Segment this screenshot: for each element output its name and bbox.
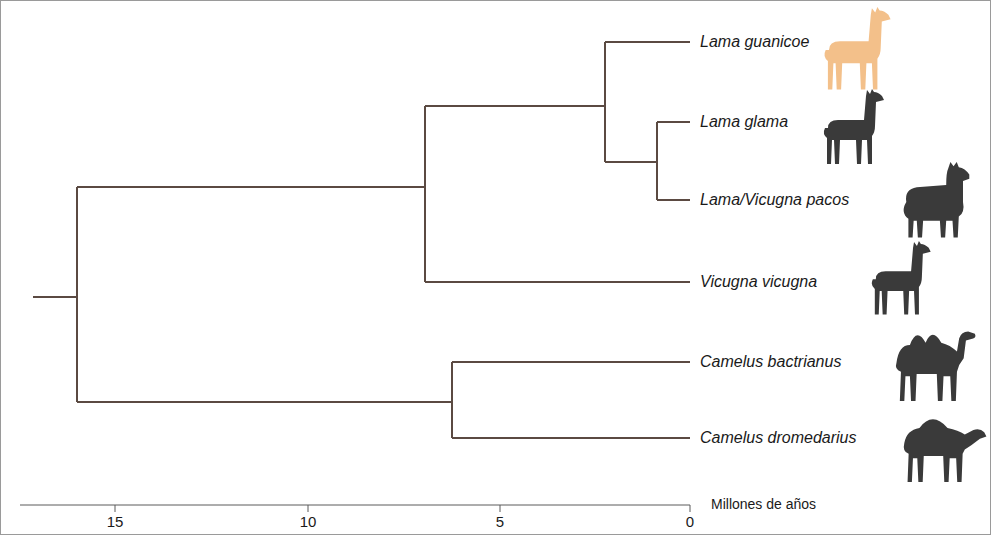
axis-tick-label: 0 bbox=[686, 513, 694, 531]
species-name: Lama/Vicugna pacos bbox=[700, 190, 849, 209]
vicuna-icon bbox=[872, 241, 931, 315]
guanaco-icon bbox=[824, 7, 890, 90]
axis-tick-label: 5 bbox=[496, 513, 504, 531]
time-axis bbox=[20, 505, 690, 512]
alpaca-icon bbox=[904, 162, 970, 238]
tree-branches bbox=[33, 42, 690, 438]
species-name: Vicugna vicugna bbox=[700, 272, 817, 291]
bactrian-camel-icon bbox=[896, 331, 976, 400]
species-name: Lama guanicoe bbox=[700, 32, 809, 51]
axis-tick-label: 15 bbox=[107, 513, 124, 531]
species-name: Camelus bactrianus bbox=[700, 352, 841, 371]
axis-title: Millones de años bbox=[711, 496, 816, 513]
llama-icon bbox=[824, 89, 884, 164]
silhouettes bbox=[824, 7, 987, 482]
species-name: Lama glama bbox=[700, 112, 788, 131]
species-name: Camelus dromedarius bbox=[700, 428, 857, 447]
axis-tick-label: 10 bbox=[300, 513, 317, 531]
dromedary-icon bbox=[904, 419, 987, 482]
